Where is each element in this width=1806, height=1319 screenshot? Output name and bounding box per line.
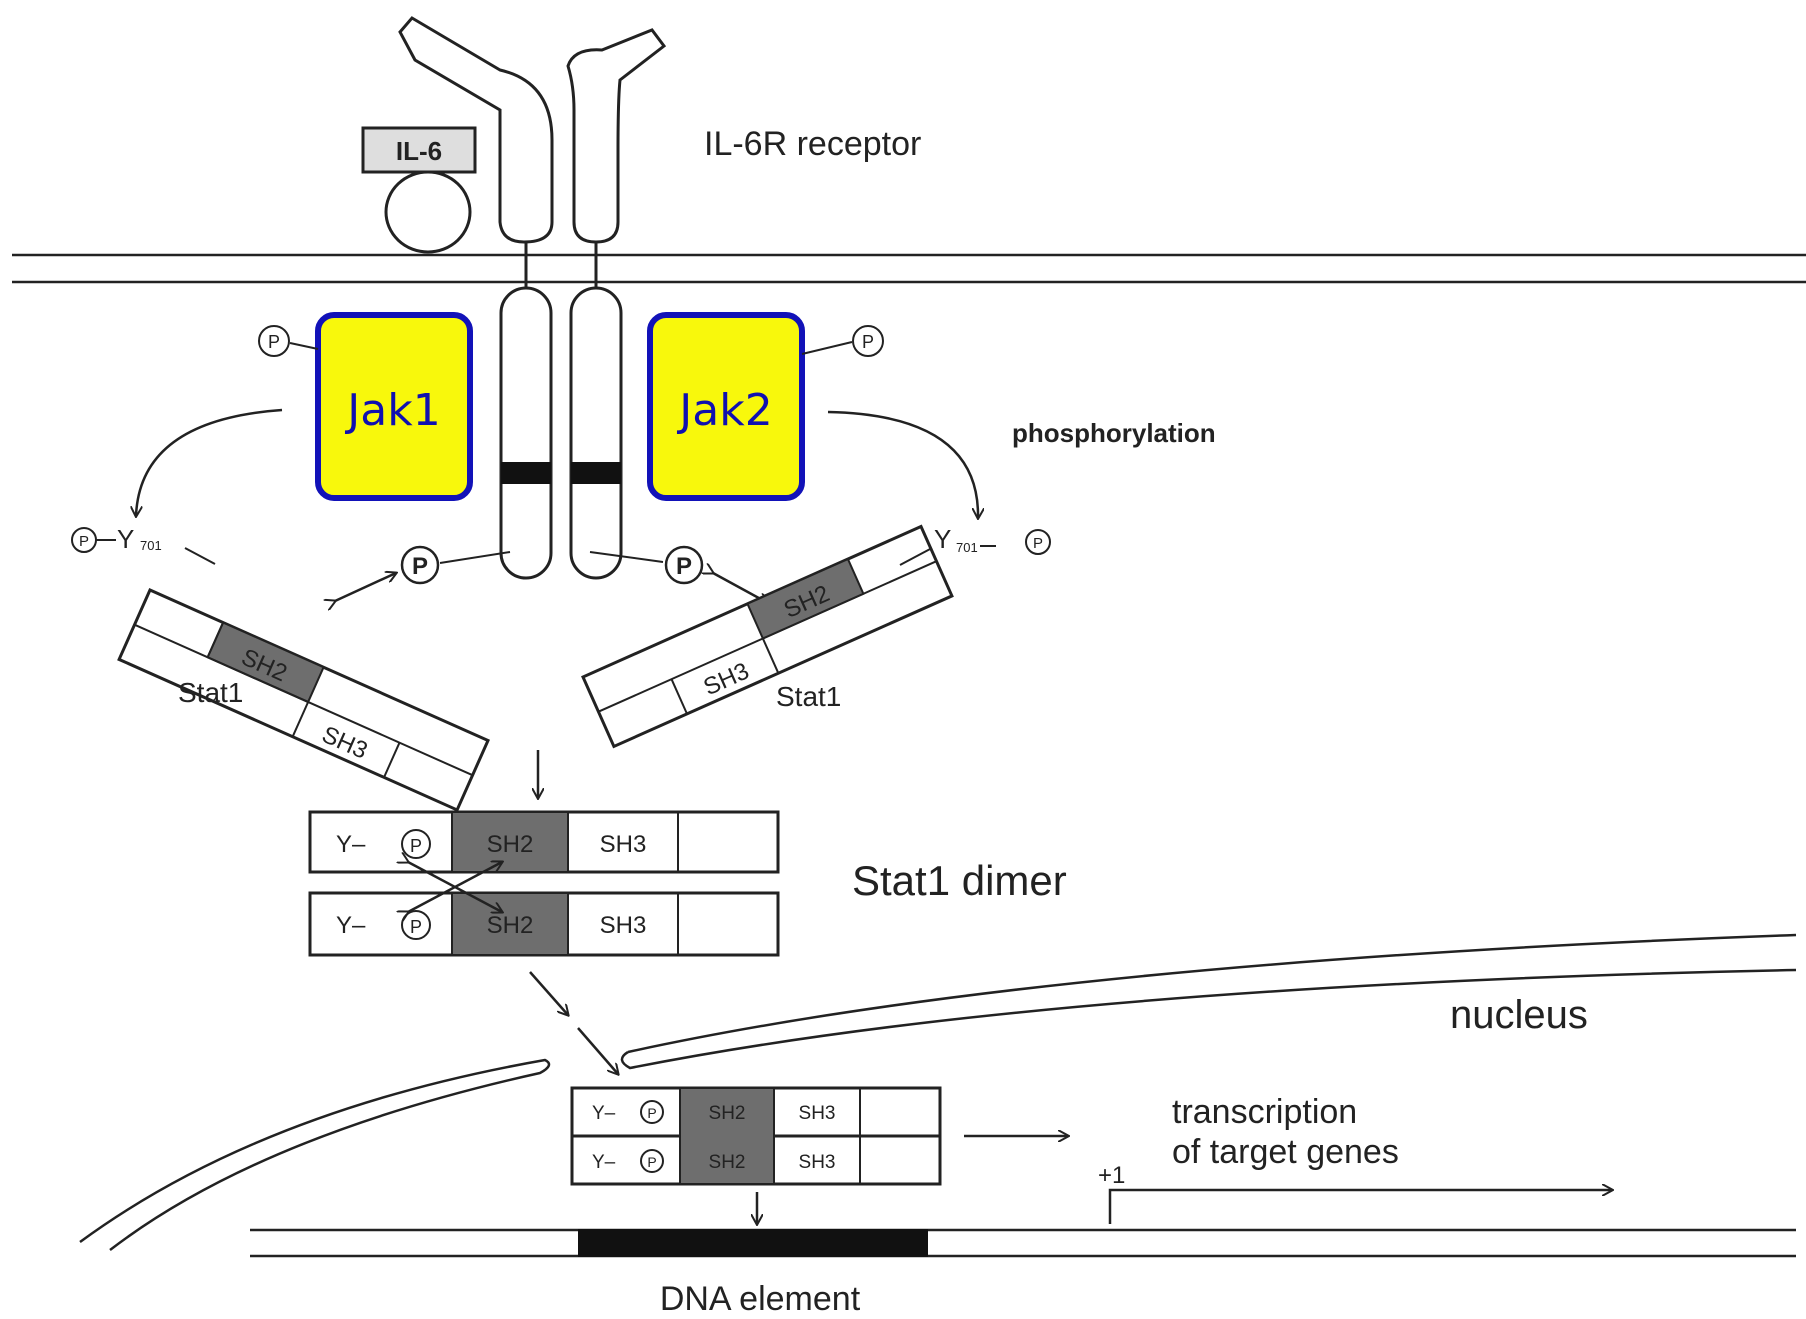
- tyr-left-sub: 701: [140, 538, 162, 553]
- receptor-phosphate-left: P: [402, 547, 510, 583]
- y-p-label: Y–: [592, 1152, 616, 1173]
- phosphate-label: P: [79, 533, 89, 550]
- sh2-binding-arrow-left: [335, 573, 396, 601]
- il6-ligand: IL-6: [363, 128, 475, 252]
- nuclear-stat1-dimer: Y– P SH2 SH3 Y– P SH2 SH3: [572, 1088, 940, 1184]
- phosphate-label: P: [1033, 535, 1043, 552]
- phosphate-label: P: [862, 332, 874, 352]
- sh2-label: SH2: [709, 1152, 746, 1173]
- sh2-label: SH2: [709, 1103, 746, 1124]
- sh3-label: SH3: [600, 912, 647, 939]
- transcription-label-line1: transcription: [1172, 1093, 1357, 1131]
- phosphorylation-arrow-left: [136, 410, 282, 516]
- phosphate-label: P: [412, 553, 428, 580]
- il6-label: IL-6: [396, 136, 442, 166]
- sh2-label: SH2: [487, 912, 534, 939]
- jak1-kinase: Jak1: [318, 315, 470, 498]
- receptor-chain-right: [571, 288, 621, 578]
- dimer-monomer-top: Y– P SH2 SH3: [310, 812, 778, 872]
- transcription-start-arrow: [1110, 1190, 1612, 1224]
- stat1-right-label: Stat1: [776, 681, 841, 712]
- stat1-left-label: Stat1: [178, 677, 243, 708]
- jak2-label: Jak2: [676, 385, 772, 436]
- tyr-right-label: Y: [934, 524, 951, 554]
- receptor-label: IL-6R receptor: [704, 125, 921, 163]
- jak1-phosphate: P: [259, 326, 318, 356]
- receptor-chain-left: [501, 288, 551, 578]
- tyr-left-label: Y: [117, 524, 134, 554]
- sh3-label: SH3: [600, 831, 647, 858]
- y-p-label: Y–: [592, 1103, 616, 1124]
- phosphorylation-arrow-right: [828, 412, 978, 518]
- jak2-phosphate: P: [802, 326, 883, 356]
- phosphate-label: P: [410, 917, 422, 937]
- jak1-label: Jak1: [344, 385, 440, 436]
- sh3-label: SH3: [799, 1152, 836, 1173]
- stat1-dimer: Y– P SH2 SH3 Y– P SH2 SH3: [310, 812, 778, 955]
- phosphorylation-label: phosphorylation: [1012, 418, 1216, 448]
- phosphate-label: P: [647, 1154, 656, 1170]
- arrow-toward-nucleus-1: [530, 972, 568, 1015]
- dimer-label: Stat1 dimer: [852, 857, 1067, 904]
- y-p-label: Y–: [336, 912, 366, 939]
- phosphate-label: P: [647, 1105, 656, 1121]
- dna-element-label: DNA element: [660, 1280, 861, 1318]
- stat1-left: SH2 SH3: [119, 590, 488, 810]
- y-p-label: Y–: [336, 831, 366, 858]
- nucleus-label: nucleus: [1450, 993, 1588, 1037]
- phosphate-label: P: [410, 836, 422, 856]
- receptor-band-right: [571, 462, 621, 484]
- tyr-right-sub: 701: [956, 540, 978, 555]
- transcription-label-line2: of target genes: [1172, 1133, 1399, 1171]
- il6-binding-oval: [386, 172, 470, 252]
- dimer-monomer-bottom: Y– P SH2 SH3: [310, 893, 778, 955]
- phosphate-label: P: [676, 553, 692, 580]
- phosphate-label: P: [268, 332, 280, 352]
- sh2-label: SH2: [487, 831, 534, 858]
- sh3-label: SH3: [799, 1103, 836, 1124]
- receptor-band-left: [501, 462, 551, 484]
- arrow-toward-nucleus-2: [578, 1028, 618, 1074]
- dna-element-box: [578, 1229, 928, 1257]
- stat1-left-tyrosine: P Y 701: [72, 524, 215, 564]
- jak2-kinase: Jak2: [650, 315, 802, 498]
- plus-one-label: +1: [1098, 1162, 1125, 1189]
